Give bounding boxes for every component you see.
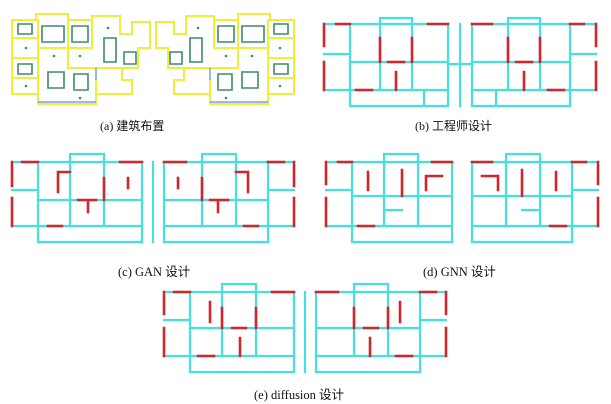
beams <box>322 16 598 108</box>
caption-b: (b) 工程师设计 <box>415 119 492 133</box>
panel-gan-design <box>8 148 298 248</box>
beams <box>162 282 448 374</box>
caption-a: (a) 建筑布置 <box>100 119 165 133</box>
panel-diffusion-design <box>160 282 450 378</box>
beams <box>324 152 600 244</box>
panel-engineer-design <box>320 14 600 109</box>
caption-c: (c) GAN 设计 <box>118 265 191 279</box>
architecture-floor-plan <box>11 13 295 105</box>
diffusion-floor-plan <box>162 282 448 374</box>
shear-walls <box>10 160 296 228</box>
architecture-walls <box>11 13 295 105</box>
engineer-floor-plan <box>322 16 598 108</box>
gnn-floor-plan <box>324 152 600 244</box>
caption-d: (d) GNN 设计 <box>423 265 496 279</box>
panel-architecture-layout <box>8 8 298 108</box>
beams <box>10 152 296 244</box>
caption-e: (e) diffusion 设计 <box>254 388 345 402</box>
shear-walls <box>162 290 448 358</box>
panel-gnn-design <box>322 150 602 250</box>
gan-floor-plan <box>10 152 296 244</box>
architecture-room-markers <box>24 26 282 100</box>
architecture-details <box>17 23 289 103</box>
shear-walls <box>324 160 600 228</box>
shear-walls <box>322 22 598 92</box>
